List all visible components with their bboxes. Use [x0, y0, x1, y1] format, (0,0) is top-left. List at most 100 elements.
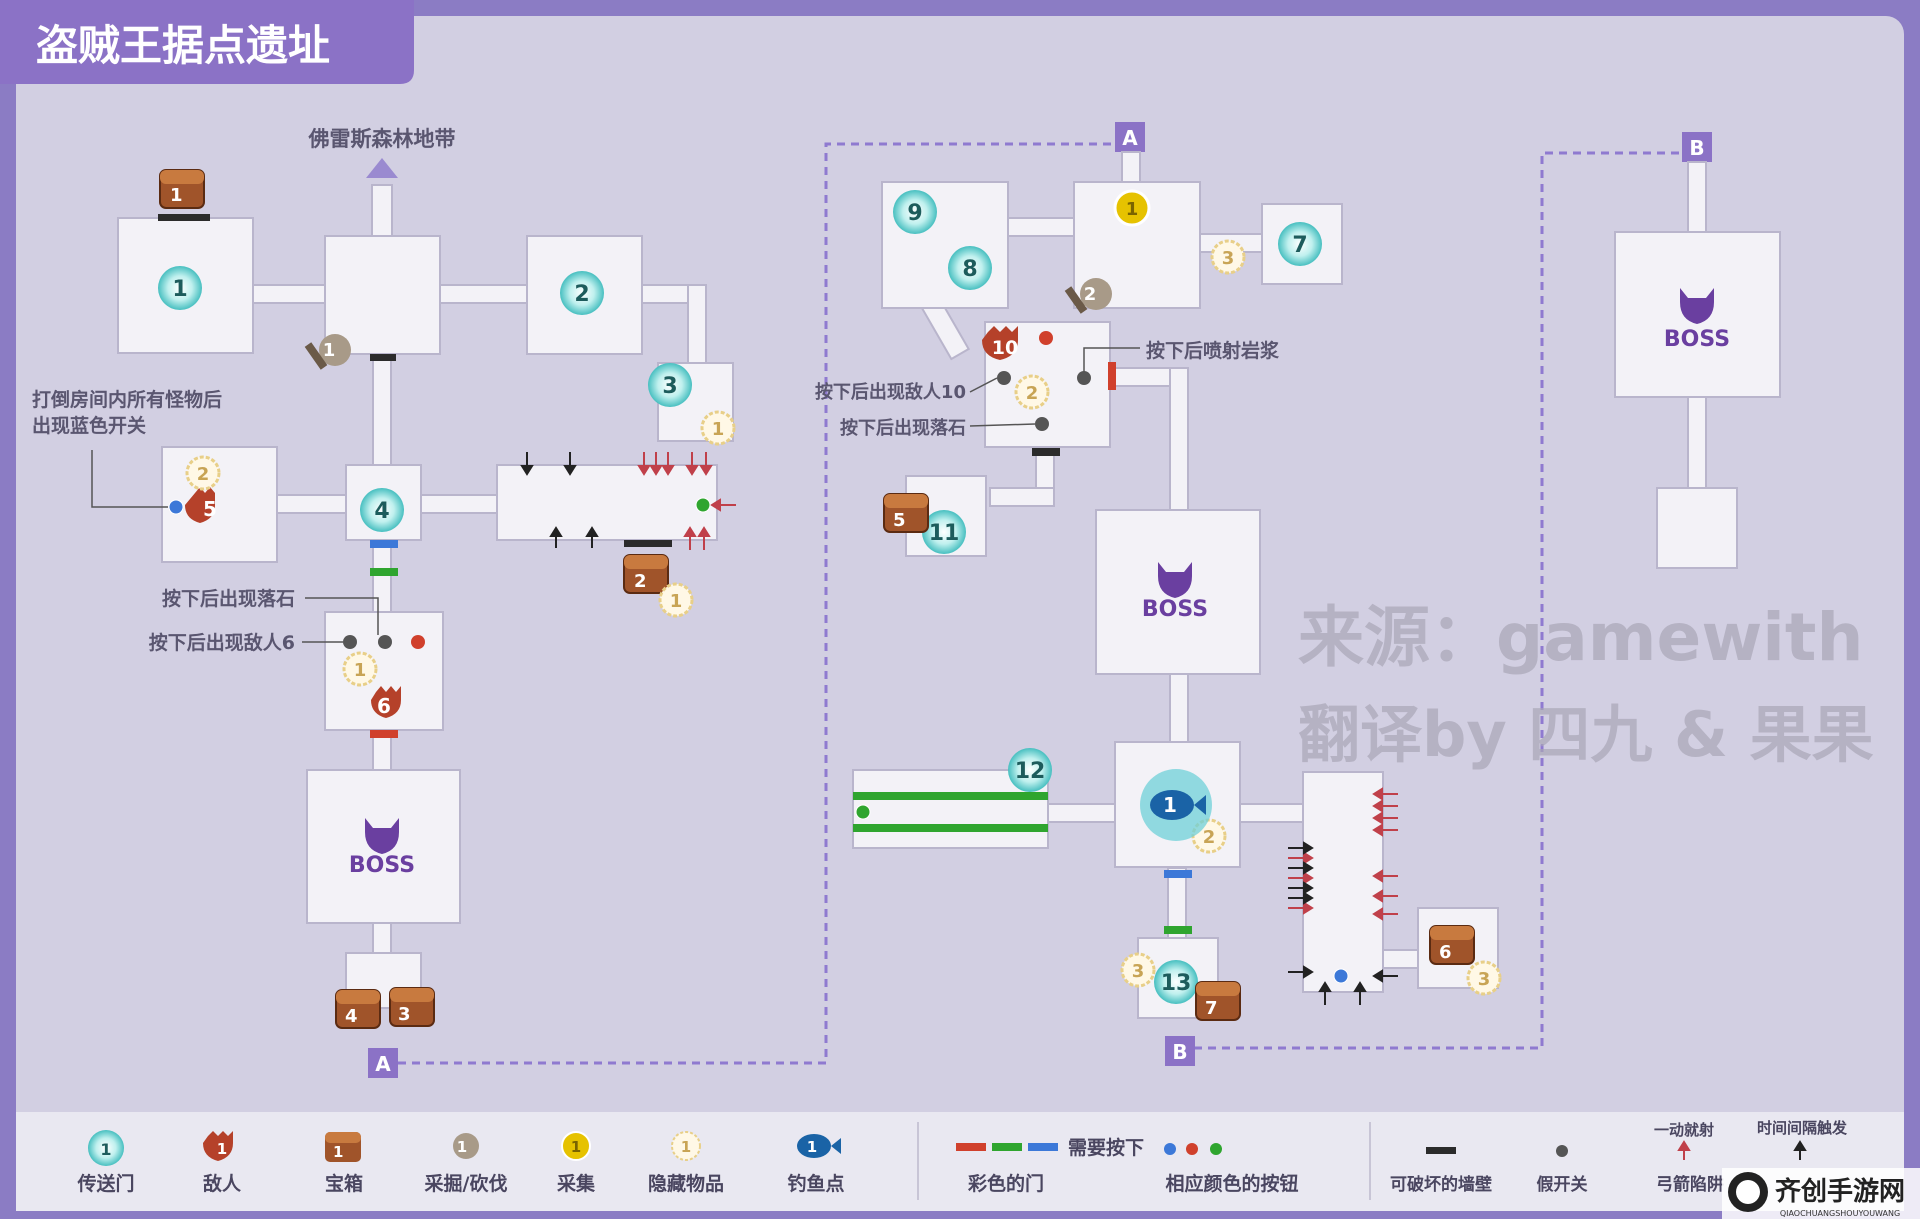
green-door[interactable]	[1164, 926, 1192, 934]
arrow-traps-triggered	[637, 452, 736, 550]
arrow-traps-timed	[1288, 841, 1398, 1005]
corridor	[1169, 367, 1189, 511]
teleport-12[interactable]: 12	[1008, 748, 1052, 792]
hidden-item-3[interactable]: 3	[1210, 239, 1246, 275]
chest-7[interactable]: 7	[1195, 981, 1241, 1021]
svg-text:2: 2	[1203, 827, 1216, 848]
svg-text:采掘/砍伐: 采掘/砍伐	[425, 1172, 508, 1195]
svg-text:弓箭陷阱: 弓箭陷阱	[1656, 1174, 1724, 1195]
corridor	[372, 919, 392, 956]
red-button[interactable]	[411, 635, 425, 649]
chest-1[interactable]: 1	[159, 169, 205, 209]
legend-breakable-wall: 可破坏的墙壁	[1390, 1147, 1492, 1195]
legend-colored-doors: 需要按下 彩色的门 相应颜色的按钮	[956, 1136, 1299, 1195]
svg-text:可破坏的墙壁: 可破坏的墙壁	[1390, 1174, 1492, 1195]
chest-3[interactable]: 3	[389, 987, 435, 1027]
boss-marker[interactable]: BOSS	[349, 818, 415, 878]
svg-text:1: 1	[100, 1140, 111, 1159]
chest-2[interactable]: 2	[623, 554, 669, 594]
hidden-item-1c[interactable]: 1	[342, 651, 378, 687]
link-marker-a-bottom[interactable]: A	[368, 1048, 398, 1078]
green-door[interactable]	[370, 568, 398, 576]
svg-text:1: 1	[354, 660, 367, 681]
fake-switch[interactable]	[378, 635, 392, 649]
site-logo: 齐创手游网 QIAOCHUANGSHOUYOUWANG	[1722, 1168, 1920, 1219]
chest-5[interactable]: 5	[883, 493, 929, 533]
enemy-5[interactable]: 5	[185, 487, 217, 523]
hidden-item-3c[interactable]: 3	[1466, 960, 1502, 996]
legend-gather: 1 采集	[557, 1131, 596, 1195]
red-door[interactable]	[1108, 362, 1116, 390]
red-door[interactable]	[370, 730, 398, 738]
corridor	[371, 184, 393, 241]
enemy-6[interactable]: 6	[371, 686, 401, 718]
teleport-3[interactable]: 3	[648, 363, 692, 407]
gather-point-1[interactable]: 1	[1113, 189, 1151, 227]
fishing-point-1[interactable]: 1	[1140, 769, 1212, 841]
blue-door[interactable]	[1164, 870, 1192, 878]
chest-4[interactable]: 4	[335, 989, 381, 1029]
breakable-wall[interactable]	[624, 540, 672, 547]
svg-text:需要按下: 需要按下	[1068, 1136, 1144, 1159]
green-button[interactable]	[855, 804, 871, 820]
corridor	[1239, 803, 1306, 823]
chest-6[interactable]: 6	[1429, 925, 1475, 965]
teleport-11[interactable]: 11	[922, 510, 966, 554]
teleport-1[interactable]: 1	[158, 266, 202, 310]
mining-point-1[interactable]: 1	[304, 334, 351, 370]
hidden-item-1[interactable]: 1	[700, 410, 736, 446]
enemy-10[interactable]: 10	[982, 326, 1018, 360]
breakable-wall[interactable]	[1032, 448, 1060, 456]
blue-door[interactable]	[370, 540, 398, 548]
mining-point-2[interactable]: 2	[1064, 278, 1112, 314]
corridor	[417, 494, 501, 514]
room	[324, 235, 441, 355]
boss-marker[interactable]: BOSS	[1664, 288, 1730, 352]
svg-text:2: 2	[574, 282, 589, 307]
teleport-13[interactable]: 13	[1154, 960, 1198, 1004]
teleport-2[interactable]: 2	[560, 271, 604, 315]
teleport-8[interactable]: 8	[948, 246, 992, 290]
breakable-wall[interactable]	[370, 354, 396, 361]
svg-text:3: 3	[398, 1004, 411, 1025]
note-lava: 按下后喷射岩浆	[1146, 339, 1280, 362]
red-button[interactable]	[1039, 331, 1053, 345]
breakable-wall[interactable]	[158, 214, 210, 221]
corridor	[1687, 161, 1707, 235]
watermark-translator: 翻译by 四九 & 果果	[1298, 698, 1874, 771]
corridor	[372, 351, 392, 471]
hidden-item-2b[interactable]: 2	[1014, 374, 1050, 410]
legend-arrow-traps: 一动就射 时间间隔触发 弓箭陷阱	[1654, 1119, 1848, 1195]
blue-button[interactable]	[1333, 968, 1349, 984]
fake-switch[interactable]	[1077, 371, 1091, 385]
teleport-7[interactable]: 7	[1278, 222, 1322, 266]
corridor	[439, 284, 531, 304]
hidden-item-1b[interactable]: 1	[658, 582, 694, 618]
corridor	[1169, 671, 1189, 743]
svg-text:QIAOCHUANGSHOUYOUWANG: QIAOCHUANGSHOUYOUWANG	[1780, 1209, 1900, 1218]
svg-text:钓鱼点: 钓鱼点	[787, 1172, 844, 1195]
svg-text:1: 1	[681, 1138, 691, 1156]
teleport-9[interactable]: 9	[893, 190, 937, 234]
boss-marker[interactable]: BOSS	[1142, 562, 1208, 622]
svg-text:1: 1	[571, 1138, 581, 1156]
green-door[interactable]	[853, 792, 1048, 800]
link-marker-b-top[interactable]: B	[1682, 132, 1712, 162]
svg-text:7: 7	[1205, 998, 1218, 1019]
hidden-item-2[interactable]: 2	[185, 455, 221, 491]
fake-switch[interactable]	[997, 371, 1011, 385]
fake-switch[interactable]	[343, 635, 357, 649]
svg-text:相应颜色的按钮: 相应颜色的按钮	[1165, 1172, 1298, 1195]
teleport-4[interactable]: 4	[360, 488, 404, 532]
svg-text:采集: 采集	[557, 1172, 596, 1195]
link-marker-b-bottom[interactable]: B	[1165, 1036, 1195, 1066]
link-marker-a-top[interactable]: A	[1115, 122, 1145, 152]
green-button[interactable]	[695, 497, 711, 513]
blue-button[interactable]	[168, 499, 184, 515]
exit-arrow-icon[interactable]	[366, 158, 398, 178]
svg-text:3: 3	[1478, 969, 1491, 990]
hidden-item-3b[interactable]: 3	[1120, 952, 1156, 988]
green-door[interactable]	[853, 824, 1048, 832]
svg-text:假开关: 假开关	[1537, 1174, 1588, 1195]
fake-switch[interactable]	[1035, 417, 1049, 431]
